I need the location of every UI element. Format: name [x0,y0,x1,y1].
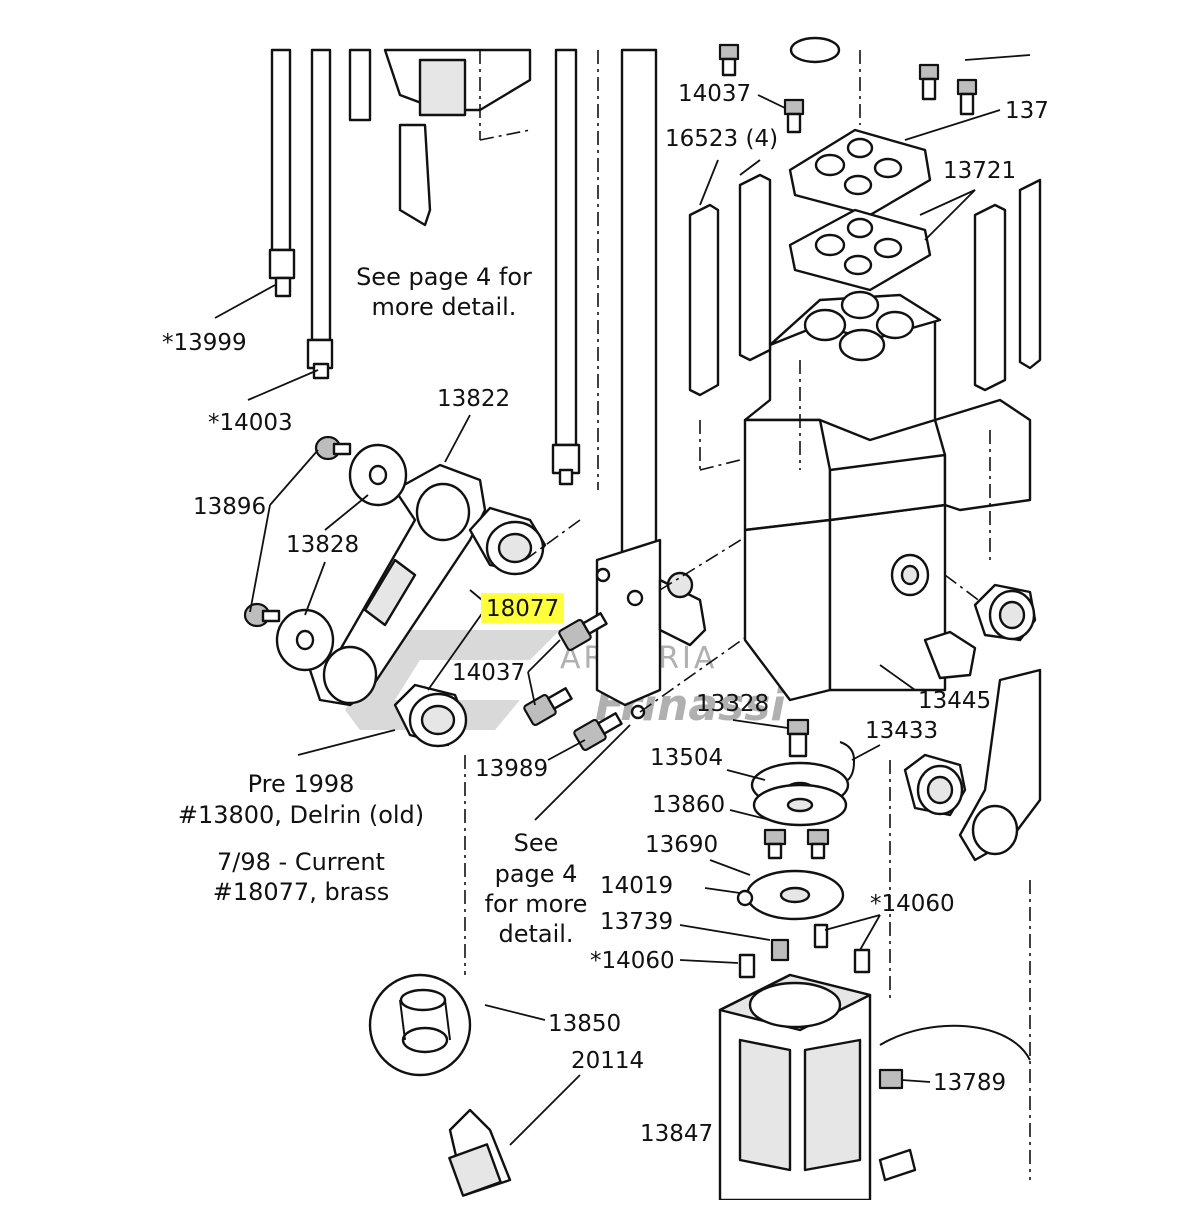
label-14060-left: *14060 [590,948,675,974]
rail-2 [738,173,772,362]
center-rods [551,48,658,562]
main-frame [743,290,1032,702]
crank-block [595,499,806,720]
note-current-line2: #18077, brass [213,878,390,906]
plate-lower [788,208,932,292]
label-13445: 13445 [918,688,991,714]
label-13999: *13999 [162,330,247,356]
label-13690: 13690 [645,832,718,858]
spring-13739 [770,938,790,962]
rod-left-1-tip [274,276,292,298]
rod-left-2 [310,48,332,342]
label-13822: 13822 [437,386,510,412]
left-rods [268,48,372,380]
screw-14037-top [783,98,805,116]
top-screws [718,36,978,134]
plates-13721 [788,128,932,292]
rod-center-2 [620,48,658,562]
label-13828: 13828 [286,532,359,558]
screw-14037-lower [523,687,573,727]
washers-13828 [275,443,408,672]
plate-upper [788,128,932,217]
note-current-line1: 7/98 - Current [217,848,385,876]
note-see-page4-top-line2: more detail. [372,293,517,321]
note-pre1998-line2: #13800, Delrin (old) [178,801,424,829]
label-13721: 13721 [943,158,1016,184]
bottom-left-parts [368,973,512,1197]
upper-block-face [418,58,467,117]
right-bushing-arm [903,583,1042,862]
rod-left-3 [348,48,372,122]
ball-14019 [736,889,754,907]
note-pre1998-line1: Pre 1998 [248,770,355,798]
rail-1 [688,203,720,397]
label-14019: 14019 [600,873,673,899]
note-see-page4-mid-line3: for more [485,890,588,918]
dashed-lines [464,420,1031,1180]
label-14060-right: *14060 [870,891,955,917]
label-13789: 13789 [933,1070,1006,1096]
lower-stack [736,718,871,979]
note-see-page4-mid-line1: See [514,829,559,857]
label-13504: 13504 [650,745,723,771]
label-13896: 13896 [193,494,266,520]
rail-3 [973,203,1007,392]
screw-14037-upper [558,612,608,652]
top-left-assembly [383,48,532,227]
part-labels: *13999 *14003 13822 13896 13828 18077 14… [162,81,1049,1147]
screw-13328 [786,718,810,736]
link-arm-lower-hole [322,645,378,705]
note-see-page4-top-line1: See page 4 for [356,263,532,291]
label-14037-top: 14037 [678,81,751,107]
rod-center-1 [554,48,578,447]
frame-left-wall [743,418,832,532]
highlight-18077 [481,593,564,623]
leader-lines [214,54,1031,1146]
link-arm-upper-hole [415,482,471,542]
note-see-page4-mid-line4: detail. [498,920,573,948]
notes: See page 4 for more detail. Pre 1998 #13… [178,263,588,948]
screws-center [523,612,623,752]
label-16523: 16523 (4) [665,126,778,152]
crank-block-body [595,538,662,707]
rod-left-1-end [268,248,296,280]
primer-slide [398,123,432,227]
label-14003: *14003 [208,410,293,436]
label-20114: 20114 [571,1048,644,1074]
frame-foot [923,630,977,680]
label-13850: 13850 [548,1011,621,1037]
base-13847 [718,973,1031,1202]
frame-lower-left [743,518,832,702]
frame-right [933,398,1032,512]
bushings-18077 [393,506,547,748]
label-14037-center: 14037 [452,660,525,686]
rod-center-1-tip [558,468,574,486]
screws-13896 [243,435,352,628]
rod-left-1 [270,48,292,252]
crank-block-lug [658,578,707,647]
rail-4 [1018,178,1042,370]
label-13847: 13847 [640,1121,713,1147]
label-13989: 13989 [475,756,548,782]
label-13328: 13328 [696,691,769,717]
label-18077: 18077 [486,596,559,622]
link-arm-slot [363,558,417,627]
clip-13433 [839,741,856,781]
label-137-cut: 137 [1005,98,1049,124]
screw-13789 [878,1068,904,1090]
note-see-page4-mid-line2: page 4 [495,860,578,888]
label-13433: 13433 [865,718,938,744]
link-arm-13822 [308,463,487,707]
guide-rails-16523 [688,173,1042,397]
label-13739: 13739 [600,909,673,935]
label-13860: 13860 [652,792,725,818]
frame-block-13445 [828,503,947,692]
